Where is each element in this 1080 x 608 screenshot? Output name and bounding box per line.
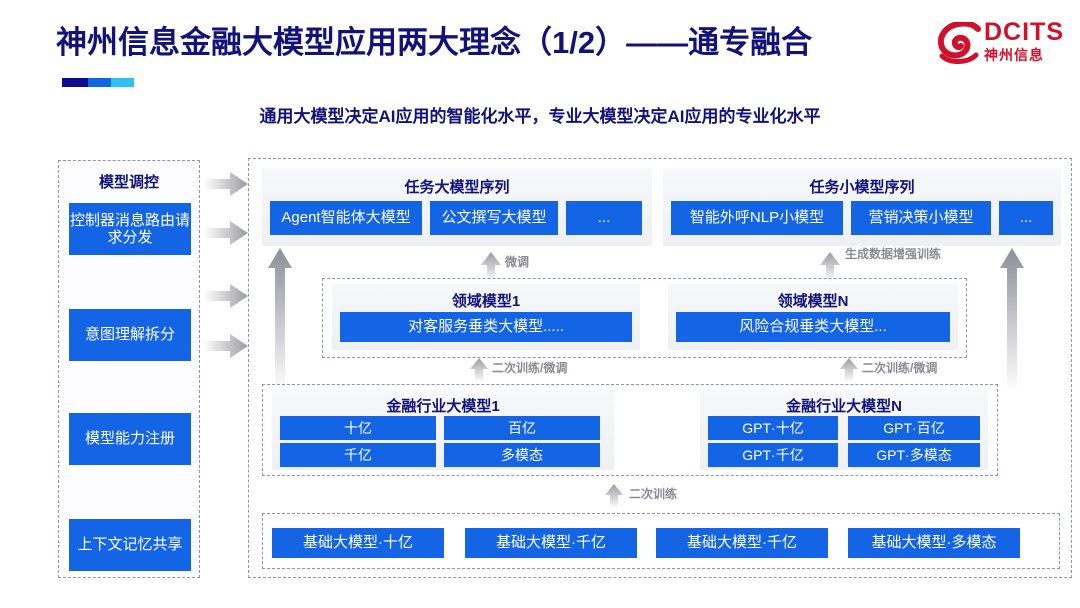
accent-segment-3: [110, 78, 134, 87]
domain-model-1-title: 领域模型1: [451, 293, 521, 310]
base-model-container: [262, 513, 1060, 569]
task-large-item-document[interactable]: 公文撰写大模型: [430, 201, 558, 235]
task-large-panel: 任务大模型序列 Agent智能体大模型 公文撰写大模型 ...: [262, 168, 652, 246]
base-model-item-2[interactable]: 基础大模型·千亿: [465, 528, 637, 558]
task-large-item-label: Agent智能体大模型: [281, 209, 411, 227]
page-subtitle: 通用大模型决定AI应用的智能化水平，专业大模型决定AI应用的专业化水平: [259, 107, 821, 126]
industry-model-1-title: 金融行业大模型1: [386, 398, 500, 415]
flow-label-data-augmentation: 生成数据增强训练: [845, 247, 942, 261]
task-small-item-label: 智能外呼NLP小模型: [689, 209, 825, 227]
domain-model-n-item-label: 风险合规垂类大模型...: [739, 318, 887, 336]
industry-model-1-item-4[interactable]: 多模态: [444, 443, 600, 467]
industry-model-1-item-3[interactable]: 千亿: [280, 443, 436, 467]
sidebar-item-capability-registry[interactable]: 模型能力注册: [69, 413, 191, 465]
task-large-item-agent[interactable]: Agent智能体大模型: [270, 201, 422, 235]
sidebar-item-controller-routing[interactable]: 控制器消息路由请求分发: [69, 203, 191, 255]
flow-arrow-right-3: [204, 284, 248, 308]
flow-arrow-up-retrain-right: [840, 358, 858, 382]
industry-model-n-item-4[interactable]: GPT·多模态: [848, 443, 980, 467]
task-small-item-label: 营销决策小模型: [868, 209, 974, 227]
task-small-panel: 任务小模型序列 智能外呼NLP小模型 营销决策小模型 ...: [663, 168, 1061, 246]
flow-arrow-right-2: [204, 221, 248, 245]
base-model-item-4[interactable]: 基础大模型·多模态: [848, 528, 1020, 558]
domain-model-1-item[interactable]: 对客服务垂类大模型.....: [340, 312, 632, 342]
flow-arrow-up-data-aug: [820, 252, 840, 282]
main-architecture-container: [248, 158, 1072, 578]
logo-text: DCITS 神州信息: [984, 18, 1064, 63]
industry-model-1-item-1[interactable]: 十亿: [280, 416, 436, 440]
sidebar-item-context-memory[interactable]: 上下文记忆共享: [69, 519, 191, 571]
industry-model-item-label: 千亿: [344, 446, 372, 463]
industry-model-item-label: 多模态: [501, 446, 543, 463]
logo-cn-label: 神州信息: [984, 47, 1044, 63]
task-small-item-nlp-outbound[interactable]: 智能外呼NLP小模型: [671, 201, 843, 235]
domain-model-1-item-label: 对客服务垂类大模型.....: [408, 318, 564, 336]
domain-model-container: [322, 278, 967, 358]
flow-arrow-right-4: [204, 334, 248, 358]
sidebar-item-label: 模型能力注册: [84, 430, 175, 448]
task-small-item-more[interactable]: ...: [999, 201, 1053, 235]
task-large-item-more[interactable]: ...: [566, 201, 642, 235]
flow-label-retrain-finetune-right: 二次训练/微调: [862, 361, 938, 375]
page-title: 神州信息金融大模型应用两大理念（1/2）——通专融合: [56, 25, 813, 60]
sidebar-item-label: 上下文记忆共享: [77, 536, 183, 554]
industry-model-n-item-2[interactable]: GPT·百亿: [848, 416, 980, 440]
sidebar-item-label: 控制器消息路由请求分发: [69, 211, 190, 246]
base-model-item-label: 基础大模型·千亿: [496, 534, 606, 552]
base-model-item-label: 基础大模型·多模态: [871, 534, 997, 552]
accent-bar: [62, 78, 134, 87]
industry-model-item-label: 十亿: [344, 419, 372, 436]
sidebar-item-label: 意图理解拆分: [84, 326, 175, 344]
task-large-item-label: ...: [597, 209, 611, 227]
flow-arrow-up-tall-left: [268, 248, 292, 392]
base-model-item-1[interactable]: 基础大模型·十亿: [272, 528, 444, 558]
task-small-title: 任务小模型序列: [809, 179, 915, 196]
industry-model-item-label: GPT·多模态: [876, 446, 952, 463]
flow-arrow-up-retrain-center: [605, 484, 623, 508]
domain-model-n-panel: 领域模型N 风险合规垂类大模型...: [668, 284, 958, 350]
sidebar-title: 模型调控: [98, 174, 159, 191]
industry-model-1-item-2[interactable]: 百亿: [444, 416, 600, 440]
flow-label-retrain-finetune-left: 二次训练/微调: [492, 361, 568, 375]
task-small-item-label: ...: [1019, 209, 1033, 227]
sidebar-panel: 模型调控 控制器消息路由请求分发 意图理解拆分 模型能力注册 上下文记忆共享: [58, 160, 200, 578]
industry-model-item-label: GPT·十亿: [742, 419, 804, 436]
accent-segment-1: [62, 78, 88, 87]
base-model-item-label: 基础大模型·千亿: [687, 534, 797, 552]
flow-arrow-up-retrain-left: [470, 358, 488, 382]
task-large-title: 任务大模型序列: [404, 179, 510, 196]
sidebar-item-intent-parsing[interactable]: 意图理解拆分: [69, 309, 191, 361]
flow-arrow-up-fine-tune: [481, 252, 501, 282]
flow-arrow-up-tall-right: [1000, 248, 1024, 392]
swirl-logo-icon: [938, 22, 981, 64]
accent-segment-2: [87, 78, 111, 87]
industry-model-1-panel: 金融行业大模型1 十亿 百亿 千亿 多模态: [272, 390, 614, 470]
flow-label-fine-tune: 微调: [505, 255, 530, 269]
task-small-item-marketing[interactable]: 营销决策小模型: [851, 201, 991, 235]
industry-model-n-item-1[interactable]: GPT·十亿: [708, 416, 838, 440]
industry-model-n-panel: 金融行业大模型N GPT·十亿 GPT·百亿 GPT·千亿 GPT·多模态: [700, 390, 988, 470]
flow-label-retrain: 二次训练: [629, 487, 678, 501]
base-model-item-label: 基础大模型·十亿: [303, 534, 413, 552]
flow-arrow-right-1: [204, 172, 248, 196]
industry-model-container: [262, 384, 998, 476]
industry-model-item-label: GPT·百亿: [883, 419, 945, 436]
domain-model-1-panel: 领域模型1 对客服务垂类大模型.....: [332, 284, 640, 350]
task-large-item-label: 公文撰写大模型: [441, 209, 547, 227]
industry-model-n-item-3[interactable]: GPT·千亿: [708, 443, 838, 467]
domain-model-n-item[interactable]: 风险合规垂类大模型...: [676, 312, 950, 342]
industry-model-n-title: 金融行业大模型N: [786, 398, 902, 415]
domain-model-n-title: 领域模型N: [777, 293, 849, 310]
logo-en-label: DCITS: [984, 18, 1064, 46]
industry-model-item-label: GPT·千亿: [742, 446, 804, 463]
industry-model-item-label: 百亿: [508, 419, 536, 436]
dcits-logo: DCITS 神州信息: [938, 18, 1070, 76]
base-model-item-3[interactable]: 基础大模型·千亿: [656, 528, 828, 558]
